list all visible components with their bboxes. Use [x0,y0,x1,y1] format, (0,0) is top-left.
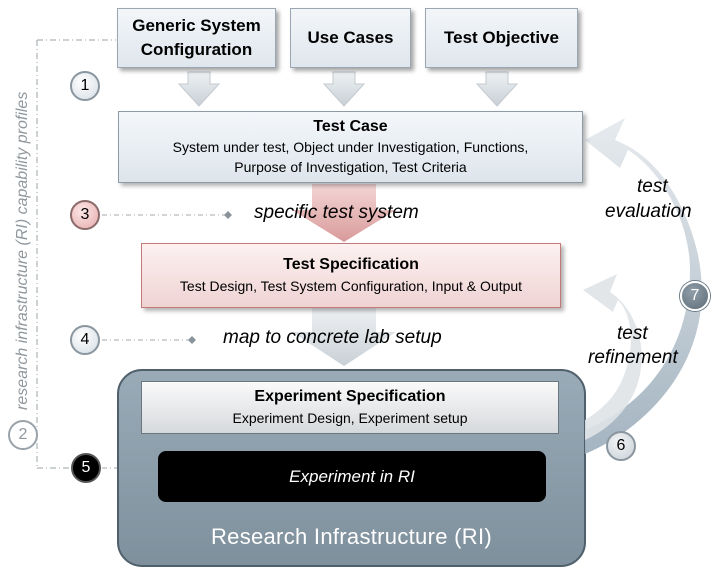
generic-system-configuration-label: Generic System Configuration [132,16,261,59]
use-cases-label: Use Cases [307,28,394,47]
generic-system-configuration-box: Generic System Configuration [117,8,276,68]
step-6-number: 6 [616,437,626,454]
test-refinement-note-line2: refinement [588,347,678,368]
test-evaluation-note-line2: evaluation [605,201,692,222]
test-specification-title: Test Specification [283,256,419,273]
step-5-circle: 5 [71,453,101,483]
test-case-title: Test Case [313,118,388,135]
step-7-number: 7 [690,287,700,304]
test-case-line1: System under test, Object under Investig… [172,139,529,155]
test-specification-subtitle: Test Design, Test System Configuration, … [179,278,523,294]
capability-profiles-label: research infrastructure (RI) capability … [14,91,31,410]
step-1-circle: 1 [70,71,100,101]
experiment-in-ri-box: Experiment in RI [158,451,546,502]
step-3-number: 3 [80,206,90,223]
test-refinement-note-line1: test [617,323,648,344]
step-3-circle: 3 [70,200,100,230]
experiment-specification-box: Experiment Specification Experiment Desi… [141,381,559,434]
test-refinement-arrow [583,274,642,440]
input-arrows [177,71,519,107]
grey-down-arrow [292,308,396,366]
test-case-box: Test Case System under test, Object unde… [118,111,583,183]
experiment-specification-subtitle: Experiment Design, Experiment setup [232,410,468,426]
step-6-circle: 6 [606,431,636,461]
step-2-number: 2 [18,426,28,443]
step-1-number: 1 [80,77,90,94]
test-specification-box: Test Specification Test Design, Test Sys… [141,243,561,308]
map-to-lab-note: map to concrete lab setup [223,327,442,348]
experiment-specification-title: Experiment Specification [254,388,446,405]
capability-bracket-line [36,39,116,469]
use-cases-box: Use Cases [290,8,411,68]
step-2-circle: 2 [8,420,38,450]
experiment-in-ri-label: Experiment in RI [289,466,415,486]
step-connectors [102,214,228,469]
test-objective-box: Test Objective [425,8,578,68]
step-4-number: 4 [80,331,90,348]
step-7-circle: 7 [680,281,710,311]
test-case-line2: Purpose of Investigation, Test Criteria [234,159,467,175]
pink-down-arrow [292,184,396,242]
research-infrastructure-label: Research Infrastructure (RI) [210,524,493,549]
test-objective-label: Test Objective [444,28,559,47]
test-evaluation-arrow [585,118,702,454]
step-4-circle: 4 [70,325,100,355]
specific-test-system-note: specific test system [254,202,419,223]
step-5-number: 5 [81,459,91,476]
test-evaluation-note-line1: test [637,176,668,197]
